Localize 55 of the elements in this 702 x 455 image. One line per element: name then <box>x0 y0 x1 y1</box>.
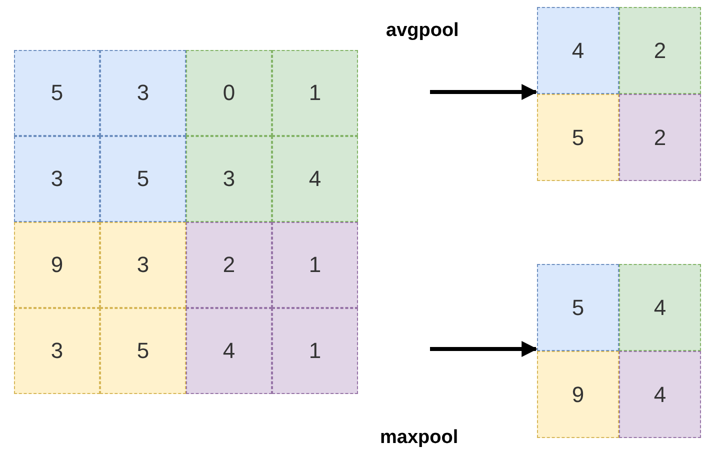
pooling-grid <box>537 7 701 181</box>
pooling-grid <box>14 50 358 394</box>
cell-value: 4 <box>572 38 584 64</box>
cell-value: 5 <box>572 294 584 320</box>
matrix-cell <box>619 264 701 351</box>
cell-value: 4 <box>654 294 666 320</box>
matrix-cell <box>186 136 272 222</box>
matrix-cell <box>619 7 701 94</box>
matrix-cell <box>14 50 100 136</box>
cell-value: 3 <box>50 166 64 192</box>
matrix-cell <box>537 94 619 181</box>
arrow <box>430 341 538 357</box>
cell-value: 0 <box>222 80 236 106</box>
matrix-cell <box>100 222 186 308</box>
operation-label: maxpool <box>380 427 458 449</box>
cell-value: 1 <box>308 338 322 364</box>
cell-value: 2 <box>222 252 236 278</box>
cell-value: 5 <box>572 124 584 150</box>
cell-value: 1 <box>308 252 322 278</box>
matrix-cell <box>272 50 358 136</box>
cell-value: 2 <box>654 124 666 150</box>
pooling-grid <box>537 264 701 438</box>
matrix-cell <box>272 136 358 222</box>
cell-value: 2 <box>654 38 666 64</box>
matrix-cell <box>14 136 100 222</box>
arrow <box>430 84 538 100</box>
matrix-cell <box>537 264 619 351</box>
matrix-cell <box>100 136 186 222</box>
matrix-cell <box>14 308 100 394</box>
cell-value: 5 <box>136 338 150 364</box>
cell-value: 4 <box>654 382 666 408</box>
matrix-cell <box>100 308 186 394</box>
matrix-cell <box>272 222 358 308</box>
matrix-cell <box>100 50 186 136</box>
matrix-cell <box>619 351 701 438</box>
cell-value: 3 <box>50 338 64 364</box>
matrix-cell <box>537 351 619 438</box>
cell-value: 4 <box>308 166 322 192</box>
cell-value: 1 <box>308 80 322 106</box>
operation-label: avgpool <box>386 20 459 42</box>
matrix-cell <box>14 222 100 308</box>
matrix-cell <box>537 7 619 94</box>
matrix-cell <box>186 222 272 308</box>
matrix-cell <box>186 308 272 394</box>
cell-value: 9 <box>50 252 64 278</box>
cell-value: 5 <box>136 166 150 192</box>
cell-value: 3 <box>136 252 150 278</box>
cell-value: 5 <box>50 80 64 106</box>
cell-value: 3 <box>136 80 150 106</box>
matrix-cell <box>272 308 358 394</box>
cell-value: 9 <box>572 382 584 408</box>
cell-value: 4 <box>222 338 236 364</box>
cell-value: 3 <box>222 166 236 192</box>
matrix-cell <box>186 50 272 136</box>
matrix-cell <box>619 94 701 181</box>
